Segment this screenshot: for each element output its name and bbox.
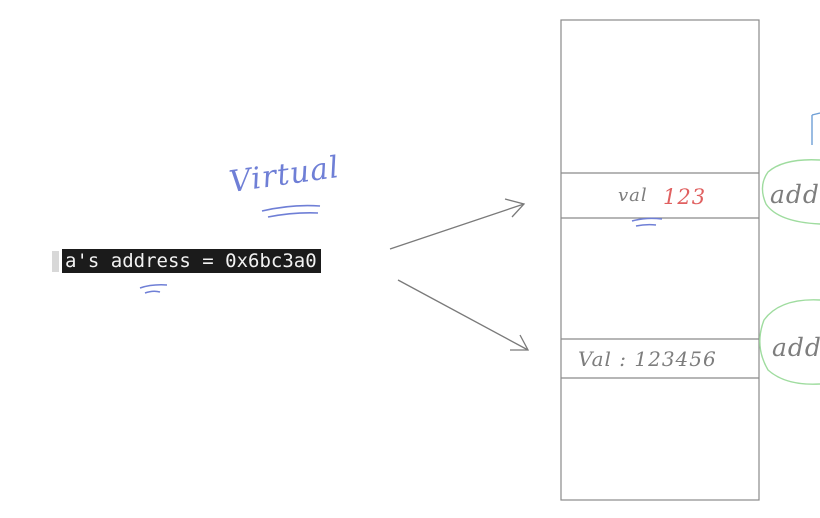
terminal-output: a's address = 0x6bc3a0 [62, 249, 321, 273]
arrow-head-2 [510, 334, 530, 351]
virtual-underline-1 [261, 204, 321, 212]
address-circle-2 [759, 299, 820, 385]
slot-1-value: 123 [663, 185, 707, 209]
terminal-cursor [52, 251, 59, 272]
arrow-to-slot-1 [389, 203, 525, 250]
memory-block [560, 19, 760, 501]
arrow-to-slot-2 [397, 279, 529, 351]
address-note-1: addre [770, 180, 820, 209]
virtual-underline-2 [267, 212, 319, 218]
address-circle-1 [761, 159, 820, 225]
address-note-2: addr [772, 333, 820, 362]
arrow-head-1 [504, 198, 526, 218]
blue-bracket-mark [811, 112, 820, 145]
slot-2-label: Val : 123456 [578, 347, 717, 371]
address-underline-scribble [139, 284, 168, 294]
slot-1-label: val [618, 185, 648, 206]
val-underline-scribble [631, 217, 663, 227]
